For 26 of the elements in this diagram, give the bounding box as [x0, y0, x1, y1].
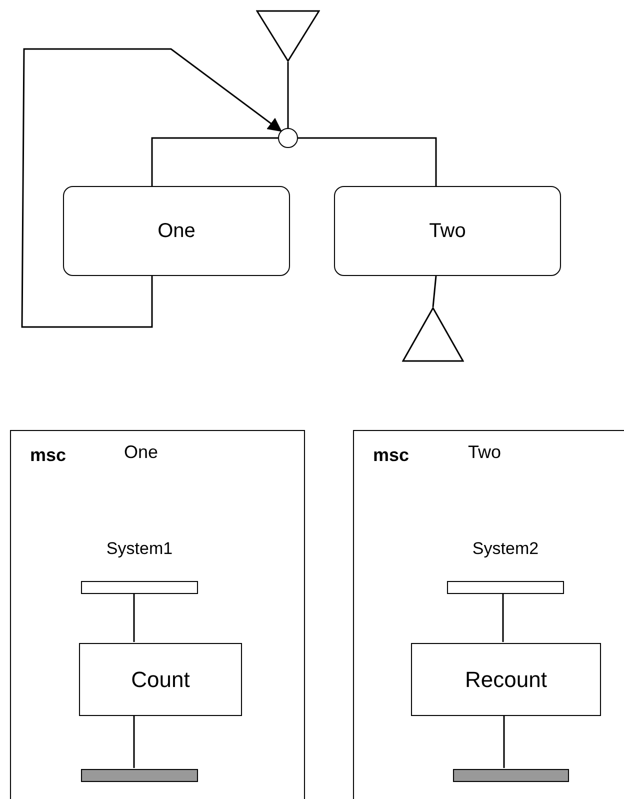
action-box: Count	[79, 643, 242, 716]
connector-line	[133, 593, 135, 642]
connector-line	[432, 276, 437, 308]
action-box: Recount	[411, 643, 601, 716]
msc-frame	[353, 430, 624, 799]
connector-line	[298, 137, 437, 186]
connector-line	[502, 593, 504, 642]
connector-line	[151, 137, 278, 186]
diagram-name: One	[124, 442, 158, 463]
msc-keyword: msc	[373, 445, 410, 466]
msc-frame	[10, 430, 305, 799]
connector-line	[133, 715, 135, 768]
connector-line	[287, 62, 289, 128]
end-triangle	[402, 307, 464, 362]
msc-keyword: msc	[30, 445, 66, 466]
instance-name: System1	[105, 539, 174, 559]
reference-box: One	[63, 186, 290, 276]
connection-circle	[278, 128, 298, 148]
reference-box: Two	[334, 186, 561, 276]
start-triangle	[256, 10, 320, 62]
instance-end-bar	[453, 769, 569, 782]
instance-name: System2	[471, 539, 540, 559]
connector-line	[503, 715, 505, 768]
diagram-name: Two	[468, 442, 502, 463]
instance-end-bar	[81, 769, 198, 782]
arrow	[21, 48, 282, 328]
